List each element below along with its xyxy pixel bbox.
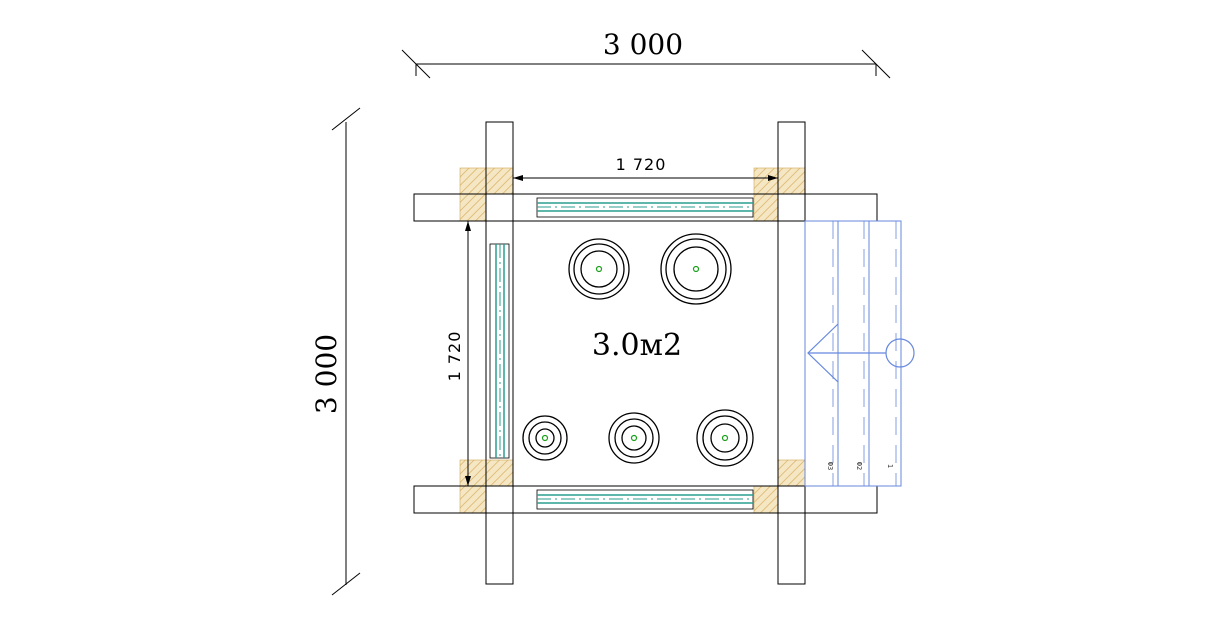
heater-bottom-right (696, 409, 754, 467)
heater-bottom-left (522, 415, 568, 461)
inner-horizontal-label: 1 720 (616, 155, 667, 174)
heater-top-right (660, 233, 732, 305)
entrance-stair: Ф3 Ф2 1 (804, 220, 915, 487)
top-dimension: 3 000 (401, 28, 891, 79)
window-top (536, 197, 754, 218)
left-dimension: 3 000 (310, 107, 361, 596)
heater-top-left (568, 238, 630, 300)
stair-step-label-2: Ф2 (855, 462, 863, 470)
left-dimension-label: 3 000 (310, 334, 343, 414)
stair-direction-arrowhead (807, 323, 839, 383)
top-dimension-label: 3 000 (603, 28, 683, 61)
inner-vertical-dimension: 1 720 (445, 221, 471, 486)
stair-step-label-1: Ф3 (826, 462, 834, 470)
heater-bottom-middle (608, 412, 660, 464)
room-area-label: 3.0м2 (592, 328, 682, 363)
inner-vertical-label: 1 720 (445, 331, 464, 382)
window-left (489, 243, 510, 459)
stair-start-circle (885, 338, 915, 368)
window-bottom (536, 489, 754, 510)
inner-horizontal-dimension: 1 720 (513, 155, 778, 181)
stair-step-label-3: 1 (886, 464, 894, 468)
